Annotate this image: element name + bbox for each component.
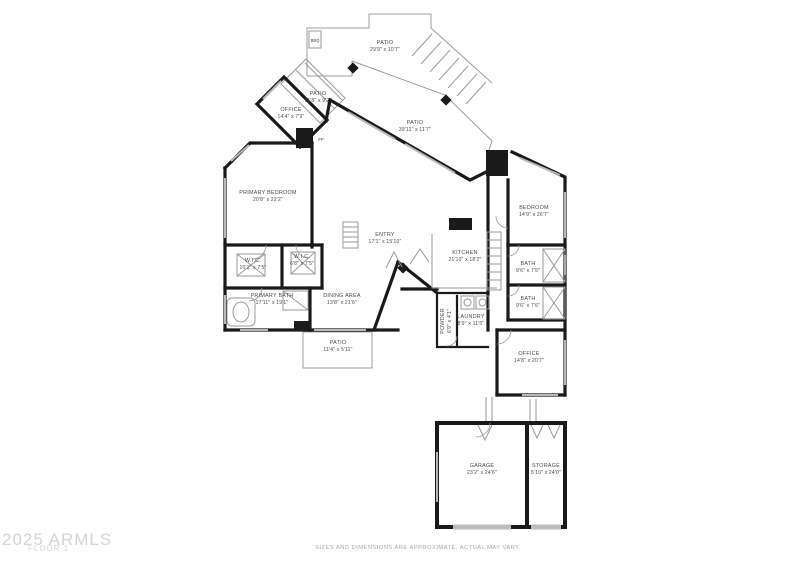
dims-dining: 13'8" x 21'6" — [327, 300, 357, 306]
dims-bedroom: 14'9" x 26'7" — [519, 212, 549, 218]
fixtures-layer: BBQ FP — [226, 30, 566, 530]
dims-wic-left: 10'1" x 7'5" — [239, 265, 266, 271]
fireplace-label: FP — [318, 137, 324, 142]
dims-patio-long: 39'11" x 11'7" — [399, 127, 431, 133]
dims-bath-upper: 9'6" x 7'6" — [516, 268, 540, 274]
label-powder: POWDER — [440, 308, 446, 334]
dims-primary-bath: 17'11" x 19'1" — [256, 300, 289, 306]
solid-features — [294, 128, 508, 330]
dims-bath-lower: 9'6" x 7'6" — [516, 303, 540, 309]
powder-label-group: POWDER 6'9" x 4'1" — [440, 308, 453, 334]
watermark-floor: FLOOR 1 — [28, 544, 69, 553]
dims-garage: 23'2" x 24'6" — [467, 470, 497, 476]
dims-patio-upper: 11'8" x 9'2" — [305, 98, 332, 104]
label-laundry: LAUNDRY — [457, 314, 485, 320]
label-wic-right: W.I.C. — [294, 254, 310, 260]
label-patio-bottom: PATIO — [330, 340, 347, 346]
label-office-lower: OFFICE — [518, 351, 539, 357]
label-patio-upper: PATIO — [310, 91, 327, 97]
patio-steps-hatch — [411, 33, 487, 105]
dims-entry: 17'1" x 15'10" — [368, 239, 401, 245]
dims-primary-bedroom: 20'8" x 22'2" — [253, 197, 283, 203]
dims-office-lower: 14'8" x 20'7" — [514, 358, 544, 364]
label-primary-bedroom: PRIMARY BEDROOM — [239, 190, 297, 196]
label-office-upper: OFFICE — [280, 107, 301, 113]
patio-outlines — [280, 13, 493, 369]
label-garage: GARAGE — [470, 463, 495, 469]
fireplace-primary — [296, 128, 313, 148]
dims-patio-top: 29'9" x 10'7" — [370, 47, 400, 53]
label-bath-lower: BATH — [521, 296, 536, 302]
label-patio-long: PATIO — [407, 120, 424, 126]
label-entry: ENTRY — [375, 232, 395, 238]
label-bath-upper: BATH — [521, 261, 536, 267]
walls-layer — [222, 74, 567, 529]
dims-laundry: 8'9" x 11'5" — [458, 321, 485, 327]
dims-kitchen: 21'10" x 18'2" — [448, 257, 481, 263]
label-bedroom: BEDROOM — [519, 205, 549, 211]
fireplace-wing — [486, 150, 508, 176]
dims-powder: 6'9" x 4'1" — [447, 309, 453, 333]
bbq-box: BBQ — [308, 30, 322, 49]
kitchen-island — [449, 218, 472, 230]
label-kitchen: KITCHEN — [452, 250, 477, 256]
dims-patio-bottom: 11'4" x 5'11" — [323, 347, 352, 353]
label-storage: STORAGE — [532, 463, 560, 469]
dims-storage: 5'10" x 24'0" — [531, 470, 561, 476]
bath-linen-cabinet — [294, 321, 310, 330]
label-primary-bath: PRIMARY BATH — [251, 293, 294, 299]
labels-layer: PATIO 29'9" x 10'7" PATIO 11'8" x 9'2" O… — [239, 40, 561, 476]
post-icon — [347, 62, 359, 74]
label-dining: DINING AREA — [323, 293, 361, 299]
windows-layer — [224, 80, 566, 502]
label-wic-left: W.I.C. — [245, 258, 261, 264]
bbq-label: BBQ — [311, 38, 321, 43]
label-patio-top: PATIO — [377, 40, 394, 46]
disclaimer-text: SIZES AND DIMENSIONS ARE APPROXIMATE, AC… — [315, 545, 521, 551]
dims-wic-right: 6'8" x 7'5" — [290, 261, 314, 267]
dims-office-upper: 14'4" x 7'9" — [277, 114, 304, 120]
post-icon — [440, 94, 452, 106]
watermark-armls: 2025 ARMLS — [2, 530, 112, 549]
